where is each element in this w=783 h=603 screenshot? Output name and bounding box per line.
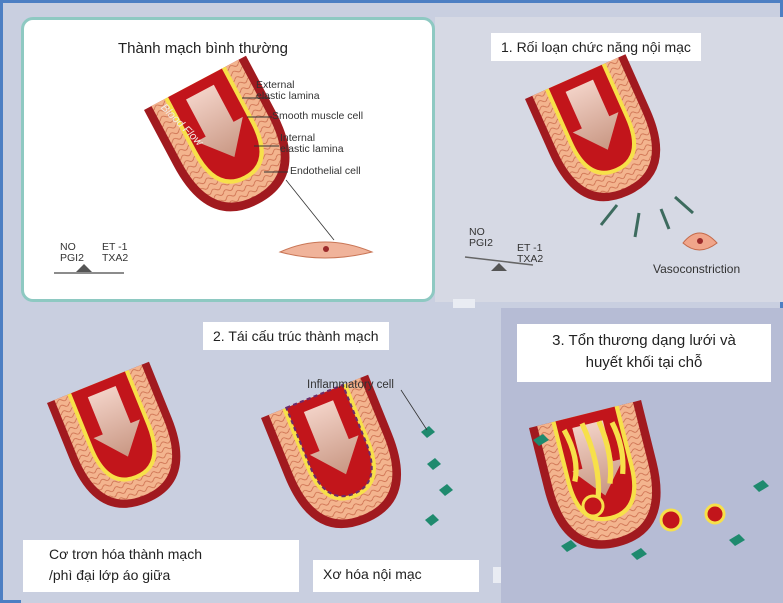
- label-inflammatory-cell: Inflammatory cell: [307, 380, 394, 391]
- normal-vessel-illustration: [24, 20, 438, 305]
- inflammatory-cell-icon: [421, 426, 435, 438]
- arrow-1: [601, 205, 617, 225]
- caption-fibrosis: Xơ hóa nội mạc: [313, 560, 479, 592]
- dysfunction-vessel-illustration: [435, 17, 783, 302]
- arrow-2: [635, 213, 639, 237]
- balance-fulcrum-icon: [76, 264, 92, 272]
- balance-pgi2: PGI2: [60, 253, 84, 264]
- caption-smooth-muscle-line1: Cơ trơn hóa thành mạch: [49, 544, 291, 565]
- fibrosis-vessel: [261, 375, 419, 545]
- hypertrophy-vessel: [47, 362, 198, 524]
- balance-txa2: TXA2: [102, 253, 128, 264]
- label-internal-2: elastic lamina: [280, 144, 344, 155]
- caption-smooth-muscle: Cơ trơn hóa thành mạch /phì đại lớp áo g…: [23, 540, 299, 592]
- label-smooth-muscle: Smooth muscle cell: [272, 111, 363, 122]
- panel-plexiform: 3. Tổn thương dạng lưới và huyết khối tạ…: [501, 308, 783, 603]
- balance-pgi2: PGI2: [469, 238, 493, 249]
- thrombus-icon: [583, 496, 603, 516]
- plexiform-illustration: [501, 308, 783, 603]
- arrow-3: [661, 209, 669, 229]
- label-external-2: elastic lamina: [256, 91, 320, 102]
- balance-fulcrum-icon: [491, 263, 507, 271]
- label-vasoconstriction: Vasoconstriction: [653, 264, 740, 275]
- label-endothelial: Endothelial cell: [290, 166, 361, 177]
- panel-remodeling: 2. Tái cấu trúc thành mạch Inflammatory …: [21, 308, 501, 603]
- arrow-4: [675, 197, 693, 213]
- balance-txa2: TXA2: [517, 254, 543, 265]
- plexiform-vessel: [529, 400, 674, 560]
- panel-normal-vessel: Thành mạch bình thường External elastic …: [21, 17, 435, 302]
- caption-smooth-muscle-line2: /phì đại lớp áo giữa: [49, 565, 291, 586]
- dysfunction-vessel: [525, 54, 678, 218]
- panel-endothelial-dysfunction: 1. Rối loạn chức năng nội mạc NO PGI2 ET…: [435, 17, 783, 302]
